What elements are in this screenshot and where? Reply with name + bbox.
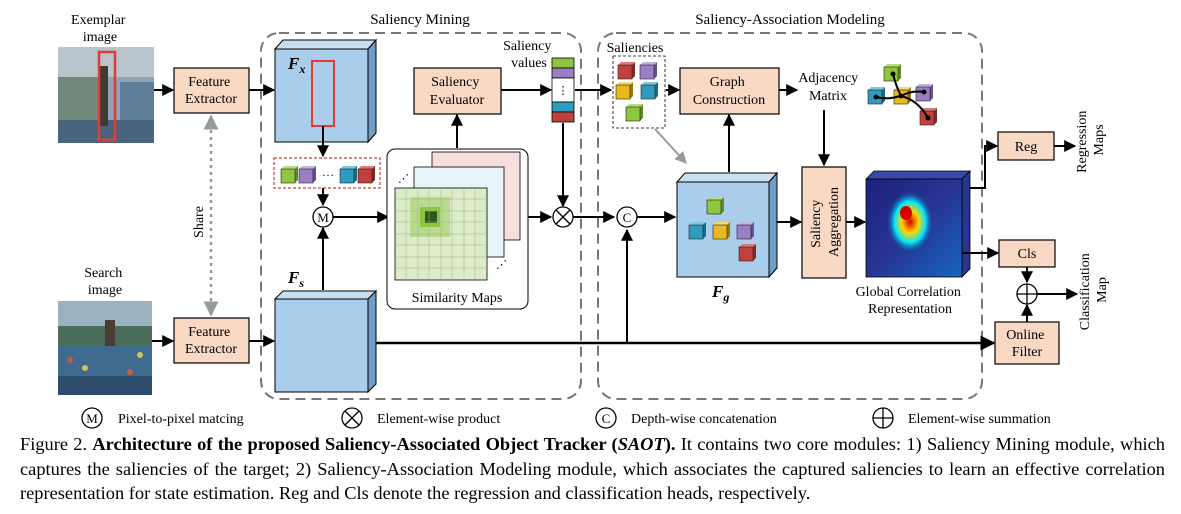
saliency-aggregation-label: Saliency Aggregation [809, 187, 842, 257]
fs-label: Fs [287, 268, 304, 290]
saliencies-label: Saliencies [607, 41, 664, 56]
fs-feature-block [273, 289, 378, 394]
legend-c-symbol [595, 407, 617, 429]
feature-extractor-bottom-label: Feature Extractor [185, 325, 237, 357]
legend-product-cross-b [344, 410, 360, 426]
global-correlation-map [865, 170, 971, 278]
fg-label: Fg [711, 282, 729, 304]
legend: M Pixel-to-pixel matcing Element-wise pr… [81, 407, 1051, 429]
pixel-matching-symbol: M [317, 210, 329, 225]
saliency-evaluator-label: Saliency Evaluator [430, 75, 485, 108]
figure-caption: Figure 2. Architecture of the proposed S… [20, 432, 1165, 506]
reg-head-label: Reg [1015, 140, 1038, 155]
legend-sum-label: Element-wise summation [908, 412, 1051, 427]
global-correlation-label: Global Correlation Representation [856, 285, 965, 317]
svg-text:…: … [322, 165, 334, 179]
caption-title: Architecture of the proposed Saliency-As… [92, 434, 676, 454]
saliency-association-title: Saliency-Association Modeling [695, 12, 885, 28]
architecture-diagram: Saliency Mining Saliency-Association Mod… [58, 12, 1110, 429]
legend-m-label: Pixel-to-pixel matcing [118, 412, 244, 427]
svg-text:⋰: ⋰ [398, 173, 409, 185]
similarity-maps: ⋰ ⋰ [394, 151, 521, 281]
saliency-aggregation-box [801, 166, 847, 279]
saliency-values-label: Saliency values [503, 39, 555, 71]
reg-head-box [997, 131, 1055, 161]
search-image-label: Search image [84, 266, 126, 298]
fg-feature-block [675, 171, 779, 279]
caption-prefix: Figure 2. [20, 434, 93, 454]
regression-maps-label: Regression Maps [1075, 107, 1107, 173]
exemplar-image-label: Exemplar image [71, 13, 129, 45]
online-filter-label: Online Filter [1006, 328, 1048, 360]
classification-map-label: Classification Map [1078, 250, 1110, 331]
exemplar-pixel-row [273, 157, 381, 189]
product-cross-b [555, 209, 571, 225]
legend-c-label: Depth-wise concatenation [631, 412, 777, 427]
fx-feature-block [273, 38, 378, 144]
legend-m-symbol [81, 407, 103, 429]
caption-body: It contains two core modules: 1) Salienc… [20, 434, 1165, 503]
feature-extractor-top-label: Feature Extractor [185, 75, 237, 107]
saliencies-frame [612, 55, 666, 129]
similarity-maps-label: Similarity Maps [412, 291, 503, 306]
legend-m-glyph: M [86, 411, 98, 426]
svg-text:⋰: ⋰ [496, 259, 507, 271]
svg-text:⋮: ⋮ [558, 85, 569, 97]
saliency-values-column: ⋮ [551, 57, 575, 123]
arrow-global-to-reg [970, 140, 999, 189]
exemplar-pixel-cubes: … [280, 165, 375, 184]
share-label: Share [192, 206, 207, 238]
graph-construction-label: Graph Construction [693, 75, 765, 108]
depth-concat-symbol: C [623, 210, 632, 225]
exemplar-image [58, 47, 154, 143]
fx-label: Fx [287, 54, 305, 76]
adjacency-graph [867, 64, 937, 126]
legend-c-glyph: C [602, 411, 611, 426]
adjacency-matrix-label: Adjacency Matrix [798, 71, 861, 104]
saliency-cubes [615, 62, 658, 122]
caption-title-italic: SAOT [617, 434, 665, 454]
saliency-mining-title: Saliency Mining [370, 12, 470, 28]
cls-head-label: Cls [1018, 247, 1037, 262]
search-image [58, 301, 152, 395]
arrow-saliencies-to-fg [654, 128, 687, 164]
legend-product-label: Element-wise product [377, 412, 500, 427]
